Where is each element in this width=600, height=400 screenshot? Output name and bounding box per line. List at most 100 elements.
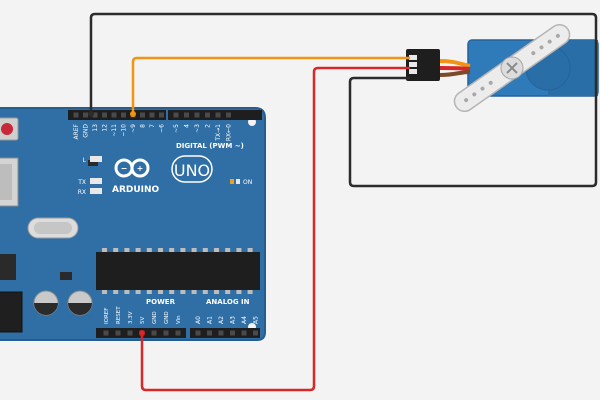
chip-pin [158,290,163,294]
on-led-body [236,179,240,184]
analog-pin-hole[interactable] [218,330,224,336]
power-pin-hole[interactable] [175,330,181,336]
digital-pin-hole[interactable] [159,112,164,118]
atmega-chip [96,252,260,290]
digital-pin-hole[interactable] [140,112,145,118]
digital-pin-hole[interactable] [83,112,88,118]
chip-pin [146,248,152,252]
analog-pin-hole[interactable] [241,330,247,336]
on-label: ON [243,179,252,186]
chip-pin [202,290,208,294]
power-pin-hole[interactable] [127,330,133,336]
logo-plus: + [137,164,144,173]
digital-pin-hole[interactable] [173,112,179,118]
analog-header-label: ANALOG IN [206,298,250,306]
servo-motor[interactable] [451,21,599,115]
chip-pin [191,290,197,294]
chip-pin [169,290,175,294]
chip-pin [191,248,197,252]
digital-pin-label: 4 [184,124,191,128]
horn-hole [472,92,477,97]
servo-cable-power [439,66,471,71]
chip-pin [113,290,119,294]
digital-pin-label: 8 [140,124,147,128]
power-pin-hole[interactable] [151,330,157,336]
digital-pin-hole[interactable] [92,112,98,118]
led-label-rx: RX [78,189,86,196]
digital-pin-label: 13 [92,124,99,132]
logo-loop-right [130,158,150,178]
digital-pin-label: ~10 [121,124,128,137]
power-wire[interactable] [140,66,410,392]
power-pin-label: Vin [176,315,182,324]
digital-pin-label: 12 [102,124,109,132]
signal-wire-endpoint [130,111,136,117]
horn-hole [539,45,544,50]
power-pin-hole[interactable] [115,330,121,336]
digital-pin-hole[interactable] [121,112,126,118]
digital-pin-hole[interactable] [149,112,155,118]
analog-pin-label: A5 [253,316,260,324]
chip-pin [180,248,186,252]
power-pin-label: IOREF [104,308,110,324]
digital-pin-hole[interactable] [111,112,117,118]
led-label-tx: TX [77,179,86,186]
power-header-label: POWER [146,298,176,306]
wires [89,12,598,392]
analog-pin-label: A4 [241,316,248,324]
analog-pin-label: A2 [218,316,225,324]
horn-hole [488,80,493,85]
power-wire-endpoint [139,330,145,336]
chip-pins [102,248,253,294]
reset-button[interactable] [1,123,13,135]
digital-pin-hole[interactable] [73,112,79,118]
digital-pin-label: GND [83,124,90,138]
chip-pin [225,290,231,294]
model-text: UNO [174,161,210,180]
digital-pin-hole[interactable] [215,112,221,118]
horn-hole [531,51,536,56]
analog-pin-label: A0 [195,316,202,324]
chip-pin [135,290,141,294]
digital-pin-hole[interactable] [184,112,189,118]
ground-wire[interactable] [89,12,598,188]
digital-pin-hole[interactable] [226,112,231,118]
servo-cable-signal [439,59,471,68]
analog-pin-hole[interactable] [253,330,258,336]
chip-pin [236,290,242,294]
crystal-oscillator-inner [34,222,72,234]
digital-pin-label: 7 [149,124,156,128]
chip-pin [146,290,152,294]
digital-pin-hole[interactable] [205,112,210,118]
digital-pin-hole[interactable] [194,112,200,118]
chip-pin [247,290,253,294]
chip-pin [124,248,130,252]
power-pin-label: GND [152,311,158,324]
digital-pin-label: ~3 [194,124,201,133]
power-pin-hole[interactable] [163,330,169,336]
chip-pin [202,248,208,252]
digital-pin-label: ~6 [159,124,166,133]
led-indicators: L TX RX [77,156,102,196]
analog-header [190,328,260,338]
voltage-regulator [0,254,16,280]
digital-pin-label: TX→1 [215,124,222,142]
logo-minus: − [121,164,128,173]
led-label-l: L [83,157,87,164]
signal-wire[interactable] [131,56,410,114]
logo-text: ARDUINO [112,185,160,195]
analog-pin-hole[interactable] [195,330,201,336]
smd-component [60,272,72,280]
chip-pin [180,290,186,294]
chip-pin [102,248,107,252]
power-pin-label: 5V [140,317,146,324]
analog-pin-hole[interactable] [230,330,235,336]
chip-pin [113,248,119,252]
digital-pin-hole[interactable] [102,112,107,118]
led-rx [90,188,102,194]
analog-pin-hole[interactable] [207,330,212,336]
digital-pin-label: ~11 [111,124,118,137]
power-pin-hole[interactable] [103,330,109,336]
